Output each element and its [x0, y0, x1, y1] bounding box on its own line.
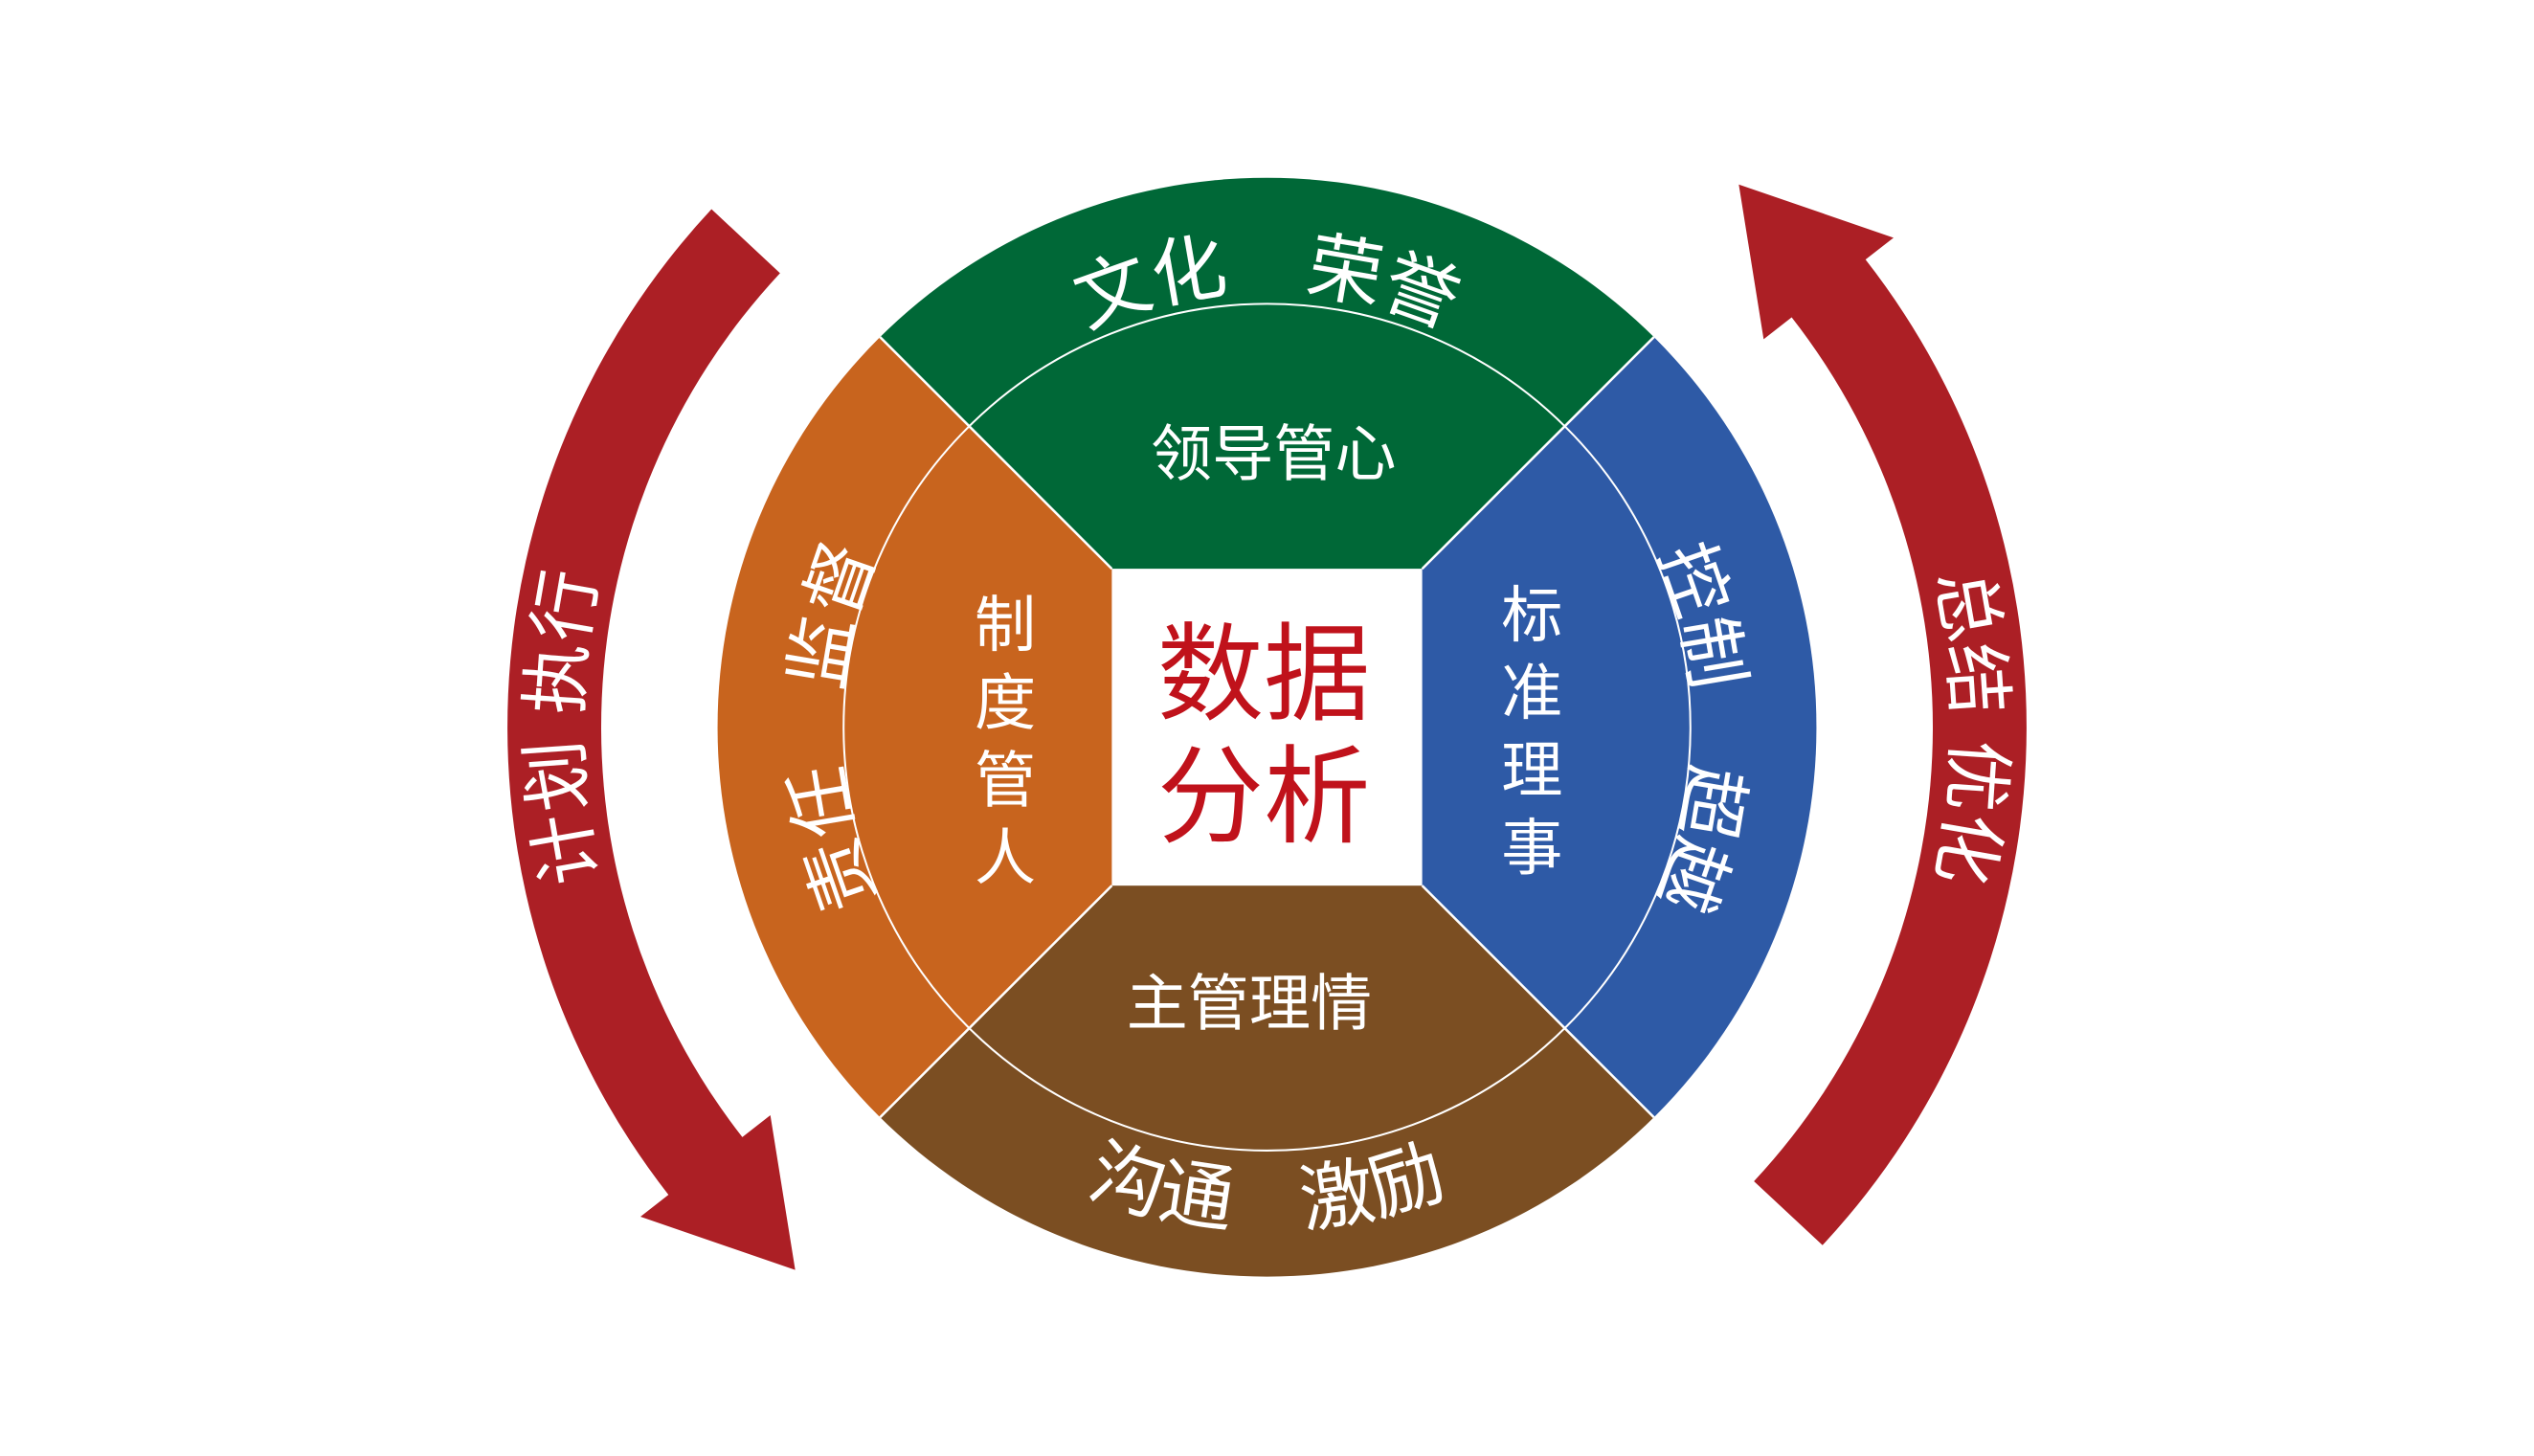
inner-right-char: 事	[1501, 813, 1562, 885]
inner-right-char: 标	[1501, 580, 1562, 652]
inner-right-char: 理	[1501, 735, 1562, 807]
left-arrow-label: 计划 执行	[513, 564, 613, 891]
segment-system	[717, 177, 1112, 1277]
inner-left-label: 制 度 管 人	[975, 590, 1036, 894]
inner-left-char: 人	[975, 822, 1036, 894]
inner-top-label: 领导管心	[1151, 418, 1397, 490]
segment-emotion	[717, 885, 1817, 1277]
center-title-line2: 分析	[1157, 736, 1371, 860]
wheel	[717, 177, 1817, 1277]
left-cycle-arrow	[507, 209, 796, 1270]
center-title-line1: 数据	[1157, 614, 1371, 737]
inner-bottom-label: 主管理情	[1127, 968, 1373, 1040]
inner-left-char: 度	[975, 667, 1036, 739]
segment-culture	[717, 177, 1817, 570]
right-arrow-label: 总结 优化	[1920, 564, 2020, 891]
inner-right-label: 标 准 理 事	[1501, 580, 1562, 885]
inner-left-char: 管	[975, 745, 1036, 817]
cycle-arrows	[507, 184, 2027, 1270]
inner-left-char: 制	[975, 590, 1036, 661]
center-square	[1111, 569, 1423, 886]
inner-ring	[842, 302, 1692, 1152]
right-cycle-arrow	[1738, 184, 2027, 1245]
segment-standard	[1422, 177, 1817, 1277]
inner-right-char: 准	[1501, 658, 1562, 729]
